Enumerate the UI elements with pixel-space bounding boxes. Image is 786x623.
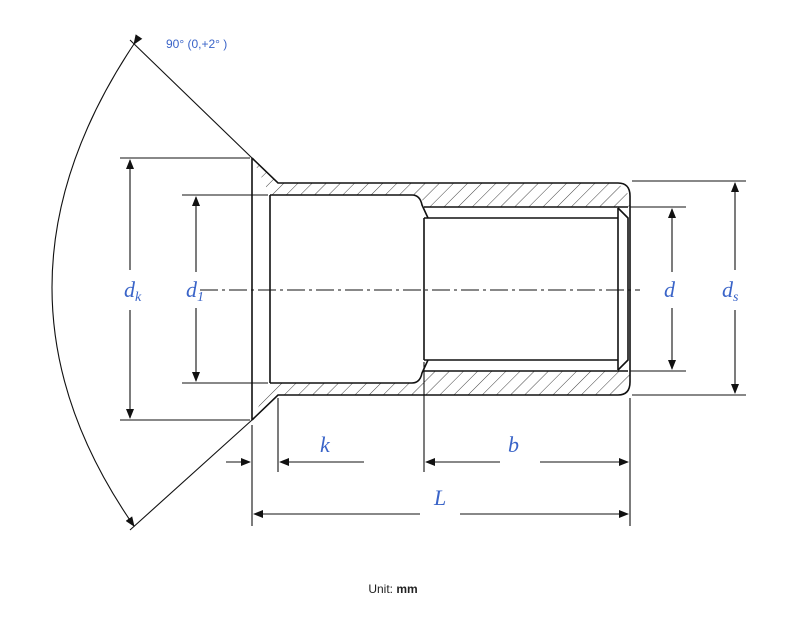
ds-label: ds <box>722 277 739 305</box>
unit-caption: Unit: mm <box>0 582 786 596</box>
angle-dimension <box>51 34 253 531</box>
b-label: b <box>508 432 519 457</box>
unit-label: Unit: <box>368 582 393 596</box>
L-dimension <box>251 472 629 526</box>
d-dimension <box>630 206 686 372</box>
section-hatching <box>252 158 630 420</box>
k-dimension <box>226 398 364 472</box>
unit-value: mm <box>396 582 418 596</box>
dk-dimension <box>120 157 250 421</box>
dk-label: dk <box>124 277 142 305</box>
k-label: k <box>320 432 331 457</box>
L-label: L <box>433 485 446 510</box>
d1-dimension <box>182 194 268 384</box>
part-outline <box>251 157 631 421</box>
angle-label: 90° (0,+2° ) <box>166 37 227 51</box>
d1-label: d1 <box>186 277 204 305</box>
ds-dimension <box>632 180 746 396</box>
d-label: d <box>664 277 676 302</box>
b-dimension <box>423 362 631 526</box>
